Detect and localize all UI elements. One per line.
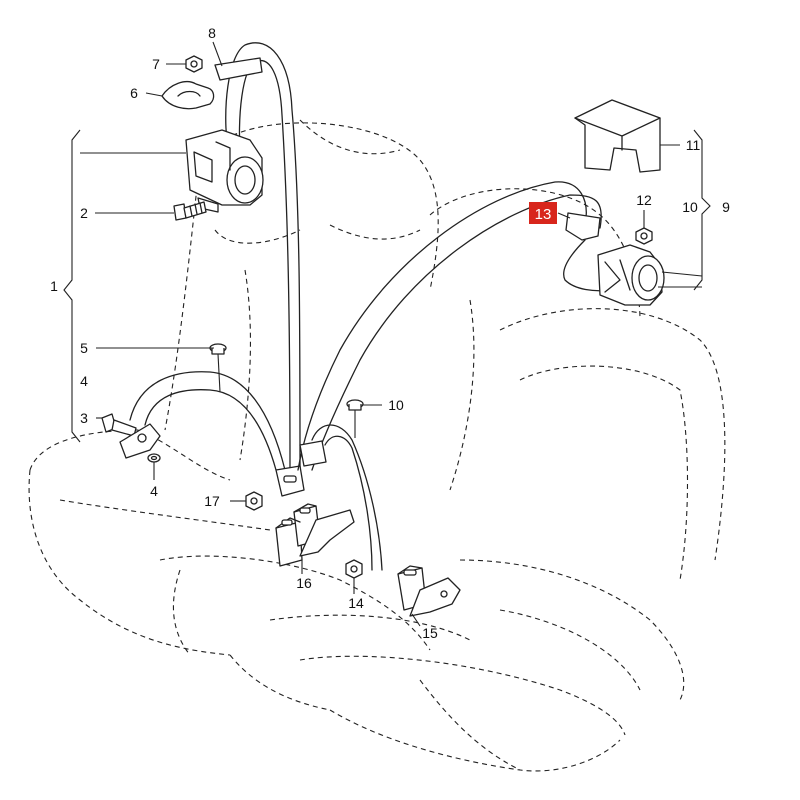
right-belt-webbing (297, 181, 611, 471)
buckle-15 (397, 565, 461, 617)
anchor-bracket-left (101, 413, 161, 459)
callout-8: 8 (208, 25, 216, 41)
callout-9: 9 (722, 199, 730, 215)
leader-lines (63, 41, 711, 627)
callout-16: 16 (296, 575, 312, 591)
callout-10-lower: 10 (388, 397, 404, 413)
callout-13: 13 (535, 206, 552, 223)
right-belt-guide (565, 212, 601, 241)
buckle-assembly-16 (275, 503, 355, 567)
callout-labels: 1 2 3 4 4 5 6 7 8 9 10 10 11 12 13 14 15… (50, 25, 730, 641)
callout-2: 2 (80, 205, 88, 221)
callout-6: 6 (130, 85, 138, 101)
nut-12 (635, 227, 653, 245)
callout-15: 15 (422, 625, 438, 641)
upper-belt-guide (214, 57, 263, 81)
left-tongue-slot (283, 475, 297, 483)
nut-17 (245, 491, 263, 511)
nut-14 (345, 559, 363, 579)
highlight-box-13 (529, 202, 557, 224)
bolt-10 (346, 399, 364, 438)
left-retractor (185, 129, 264, 213)
right-retractor (597, 244, 665, 306)
bracket-6 (161, 81, 215, 110)
callout-5: 5 (80, 340, 88, 356)
washer-4 (147, 453, 161, 463)
bolt-5 (209, 343, 227, 393)
callout-10-upper: 10 (682, 199, 698, 215)
callout-4-bracket: 4 (80, 373, 88, 389)
right-lap-belt (311, 424, 383, 571)
callout-4-washer: 4 (150, 483, 158, 499)
trim-cover (574, 99, 661, 173)
callout-1: 1 (50, 278, 58, 294)
nut-7 (185, 55, 203, 73)
bolt-2 (173, 201, 207, 221)
callout-7: 7 (152, 56, 160, 72)
right-belt-tongue (299, 440, 327, 467)
left-lap-belt (129, 371, 286, 471)
left-belt-webbing (225, 42, 301, 471)
callout-3: 3 (80, 410, 88, 426)
callout-14: 14 (348, 595, 364, 611)
callout-17: 17 (204, 493, 220, 509)
callout-12: 12 (636, 192, 652, 208)
callout-11: 11 (686, 137, 701, 153)
rear-seat-outline (28, 119, 726, 772)
